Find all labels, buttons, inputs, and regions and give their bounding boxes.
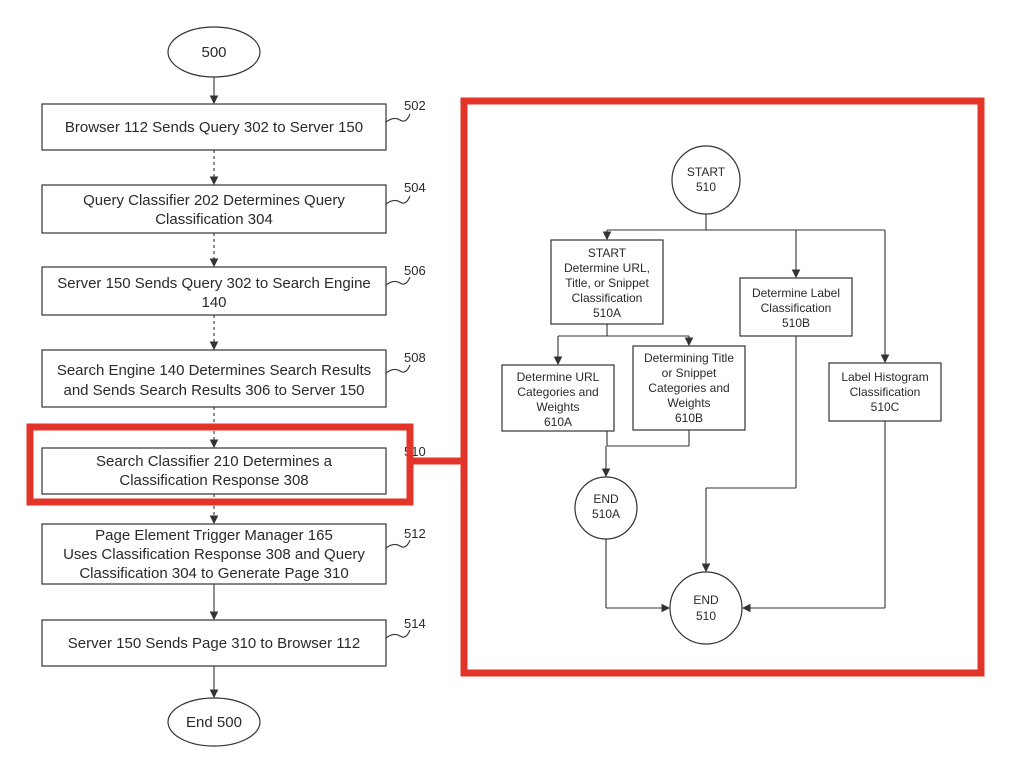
svg-text:END: END [593, 492, 619, 506]
svg-text:or Snippet: or Snippet [662, 366, 717, 380]
ref-512: 512 [385, 526, 426, 549]
ref-502: 502 [385, 98, 426, 123]
step-504: Query Classifier 202 Determines Query Cl… [41, 184, 387, 234]
svg-text:Label Histogram: Label Histogram [841, 370, 928, 384]
step-text: Classification 304 [155, 211, 273, 228]
step-text: Classification Response 308 [119, 472, 308, 489]
svg-text:508: 508 [404, 350, 426, 365]
step-text: Classification 304 to Generate Page 310 [79, 565, 348, 582]
svg-text:504: 504 [404, 180, 426, 195]
box-510c: Label Histogram Classification 510C [828, 362, 942, 422]
step-508: Search Engine 140 Determines Search Resu… [41, 349, 387, 408]
svg-text:Determining Title: Determining Title [644, 351, 734, 365]
step-text: Server 150 Sends Page 310 to Browser 112 [68, 635, 360, 652]
step-text: Page Element Trigger Manager 165 [95, 527, 333, 544]
svg-text:610A: 610A [544, 415, 572, 429]
step-502: Browser 112 Sends Query 302 to Server 15… [41, 103, 387, 151]
svg-text:Weights: Weights [536, 400, 579, 414]
step-510: Search Classifier 210 Determines a Class… [41, 447, 387, 495]
svg-text:506: 506 [404, 263, 426, 278]
svg-text:Determine Label: Determine Label [752, 286, 840, 300]
svg-text:510B: 510B [782, 316, 810, 330]
svg-text:Weights: Weights [667, 396, 710, 410]
box-510a: START Determine URL, Title, or Snippet C… [550, 239, 664, 325]
ref-508: 508 [385, 350, 426, 374]
svg-text:Classification: Classification [761, 301, 832, 315]
box-610a: Determine URL Categories and Weights 610… [501, 364, 615, 432]
svg-text:START: START [588, 246, 627, 260]
step-text: 140 [201, 294, 226, 311]
svg-text:Title, or Snippet: Title, or Snippet [565, 276, 649, 290]
highlight-detail-panel [460, 97, 985, 677]
svg-text:Categories and: Categories and [517, 385, 598, 399]
step-text: and Sends Search Results 306 to Server 1… [63, 382, 364, 399]
svg-text:510: 510 [696, 180, 716, 194]
svg-text:END: END [693, 593, 719, 607]
svg-text:Determine URL,: Determine URL, [564, 261, 650, 275]
svg-text:510: 510 [696, 609, 716, 623]
svg-text:Categories and: Categories and [648, 381, 729, 395]
step-text: Browser 112 Sends Query 302 to Server 15… [65, 119, 363, 136]
step-506: Server 150 Sends Query 302 to Search Eng… [41, 266, 387, 316]
start-label: 500 [201, 44, 226, 61]
ref-504: 504 [385, 180, 426, 205]
svg-text:510C: 510C [871, 400, 900, 414]
svg-text:502: 502 [404, 98, 426, 113]
svg-text:514: 514 [404, 616, 426, 631]
step-text: Server 150 Sends Query 302 to Search Eng… [57, 275, 371, 292]
ref-514: 514 [385, 616, 426, 639]
svg-text:Determine URL: Determine URL [517, 370, 600, 384]
step-text: Search Classifier 210 Determines a [96, 453, 333, 470]
svg-text:Classification: Classification [850, 385, 921, 399]
svg-text:START: START [687, 165, 726, 179]
step-514: Server 150 Sends Page 310 to Browser 112 [41, 619, 387, 667]
svg-text:510A: 510A [592, 507, 620, 521]
right-connectors [553, 214, 890, 613]
end-node-510 [669, 571, 743, 645]
svg-text:610B: 610B [675, 411, 703, 425]
step-512: Page Element Trigger Manager 165 Uses Cl… [41, 523, 387, 585]
box-510b: Determine Label Classification 510B [739, 277, 853, 337]
svg-text:510A: 510A [593, 306, 621, 320]
step-text: Search Engine 140 Determines Search Resu… [57, 362, 371, 379]
step-text: Query Classifier 202 Determines Query [83, 192, 345, 209]
svg-text:Classification: Classification [572, 291, 643, 305]
box-610b: Determining Title or Snippet Categories … [632, 345, 746, 431]
ref-506: 506 [385, 263, 426, 286]
step-text: Uses Classification Response 308 and Que… [63, 546, 365, 563]
end-label: End 500 [186, 714, 242, 731]
svg-text:512: 512 [404, 526, 426, 541]
